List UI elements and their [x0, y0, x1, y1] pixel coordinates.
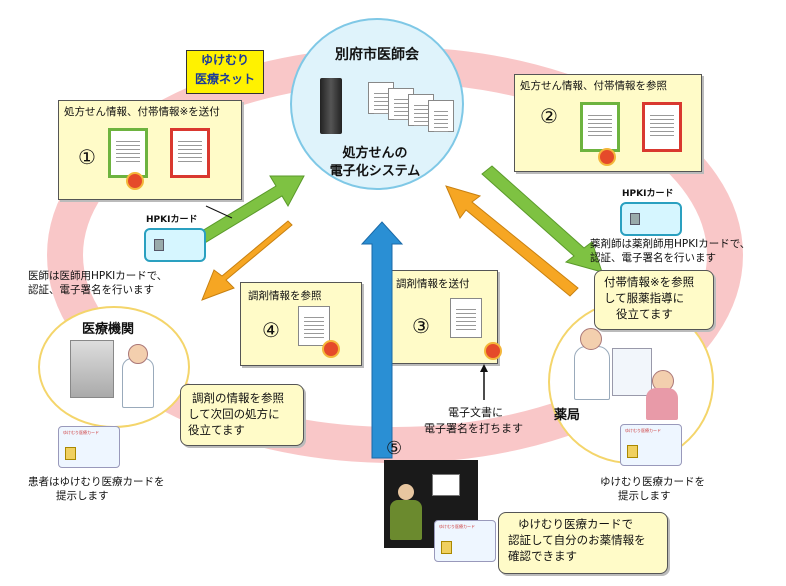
seal-icon — [322, 340, 340, 358]
esign-note-line1: 電子文書に — [448, 406, 503, 419]
esign-note-line2: 電子署名を打ちます — [424, 422, 523, 435]
document-icon — [298, 306, 330, 346]
doctor-note-line1: 医師は医師用HPKIカードで、 — [28, 270, 168, 282]
patient-body — [646, 388, 678, 420]
patient-left-line2: 提示します — [56, 490, 109, 502]
seal-icon — [126, 172, 144, 190]
document-icon — [170, 128, 210, 178]
hospital-bubble-line2: して次回の処方に — [188, 407, 280, 421]
step2-number: ② — [540, 104, 558, 128]
step3-text: 調剤情報を送付 — [396, 278, 470, 290]
hpki-pointer-left — [205, 205, 233, 219]
pharmacy-bubble-line1: 付帯情報※を参照 — [604, 275, 695, 289]
step2-text: 処方せん情報、付帯情報を参照 — [520, 80, 667, 92]
doctor-note-line2: 認証、電子署名を行います — [28, 284, 154, 296]
seal-icon — [484, 342, 502, 360]
hospital-bubble-line3: 役立てます — [188, 423, 245, 437]
document-icon — [450, 298, 482, 338]
patient-bubble — [498, 512, 668, 574]
step3-number: ③ — [412, 314, 430, 338]
pharmacy-bubble-line3: 役立てます — [616, 307, 673, 321]
step5-number: ⑤ — [386, 438, 403, 459]
document-icon — [580, 102, 620, 152]
blue-arrow-up — [360, 221, 404, 459]
pharmacy-bubble — [594, 270, 714, 330]
orange-arrow-right — [445, 185, 579, 297]
hospital-circle — [38, 306, 190, 428]
step3-box — [388, 270, 498, 364]
document-icon — [428, 100, 454, 132]
server-icon — [320, 78, 342, 134]
system-label-line1: 処方せんの — [342, 146, 408, 161]
orange-arrow-left — [201, 220, 293, 301]
pharmacy-bubble-line2: して服薬指導に — [604, 291, 685, 305]
hospital-bubble — [180, 384, 304, 446]
patient-left-line1: 患者はゆけむり医療カードを — [28, 476, 165, 488]
patient-computer-icon — [384, 460, 478, 548]
network-label-line2: 医療ネット — [194, 72, 255, 86]
hpki-right-label: HPKIカード — [622, 189, 674, 199]
medical-card-icon: ゆけむり医療カード — [620, 424, 682, 466]
green-arrow-right — [481, 165, 603, 273]
pharmacist-icon — [574, 346, 610, 400]
step1-text: 処方せん情報、付帯情報※を送付 — [64, 106, 220, 118]
pharmacist-note-line2: 認証、電子署名を行います — [590, 252, 716, 264]
pharmacist-head — [580, 328, 602, 350]
system-label-line2: 電子化システム — [329, 164, 421, 179]
patient-right-line2: 提示します — [618, 490, 671, 502]
hpki-card-icon — [620, 202, 682, 236]
doctor-icon — [122, 358, 154, 408]
pharmacy-counter — [612, 348, 652, 396]
network-label: ゆけむり 医療ネット — [186, 50, 264, 94]
pharmacist-note-line1: 薬剤師は薬剤師用HPKIカードで、 — [590, 238, 751, 250]
seal-icon — [598, 148, 616, 166]
patient-right-line1: ゆけむり医療カードを — [600, 476, 705, 488]
hospital-label: 医療機関 — [82, 322, 135, 337]
central-title: 別府市医師会 — [335, 47, 419, 63]
document-icon — [642, 102, 682, 152]
hospital-bubble-line1: 調剤の情報を参照 — [192, 391, 284, 405]
step1-box — [58, 100, 242, 200]
hpki-left-label: HPKIカード — [146, 215, 198, 225]
pharmacy-label: 薬局 — [554, 408, 581, 423]
patient-bubble-line2: 認証して自分のお薬情報を — [508, 533, 646, 547]
step4-number: ④ — [262, 318, 280, 342]
network-label-line1: ゆけむり — [200, 53, 249, 67]
step1-number: ① — [78, 145, 96, 169]
step4-text: 調剤情報を参照 — [248, 290, 322, 302]
hospital-building-icon — [70, 340, 114, 398]
medical-card-icon: ゆけむり医療カード — [434, 520, 496, 562]
medical-card-icon: ゆけむり医療カード — [58, 426, 120, 468]
patient-bubble-line3: 確認できます — [508, 549, 577, 563]
patient-bubble-line1: ゆけむり医療カードで — [518, 517, 633, 531]
hpki-card-icon — [144, 228, 206, 262]
doctor-head — [128, 344, 148, 364]
